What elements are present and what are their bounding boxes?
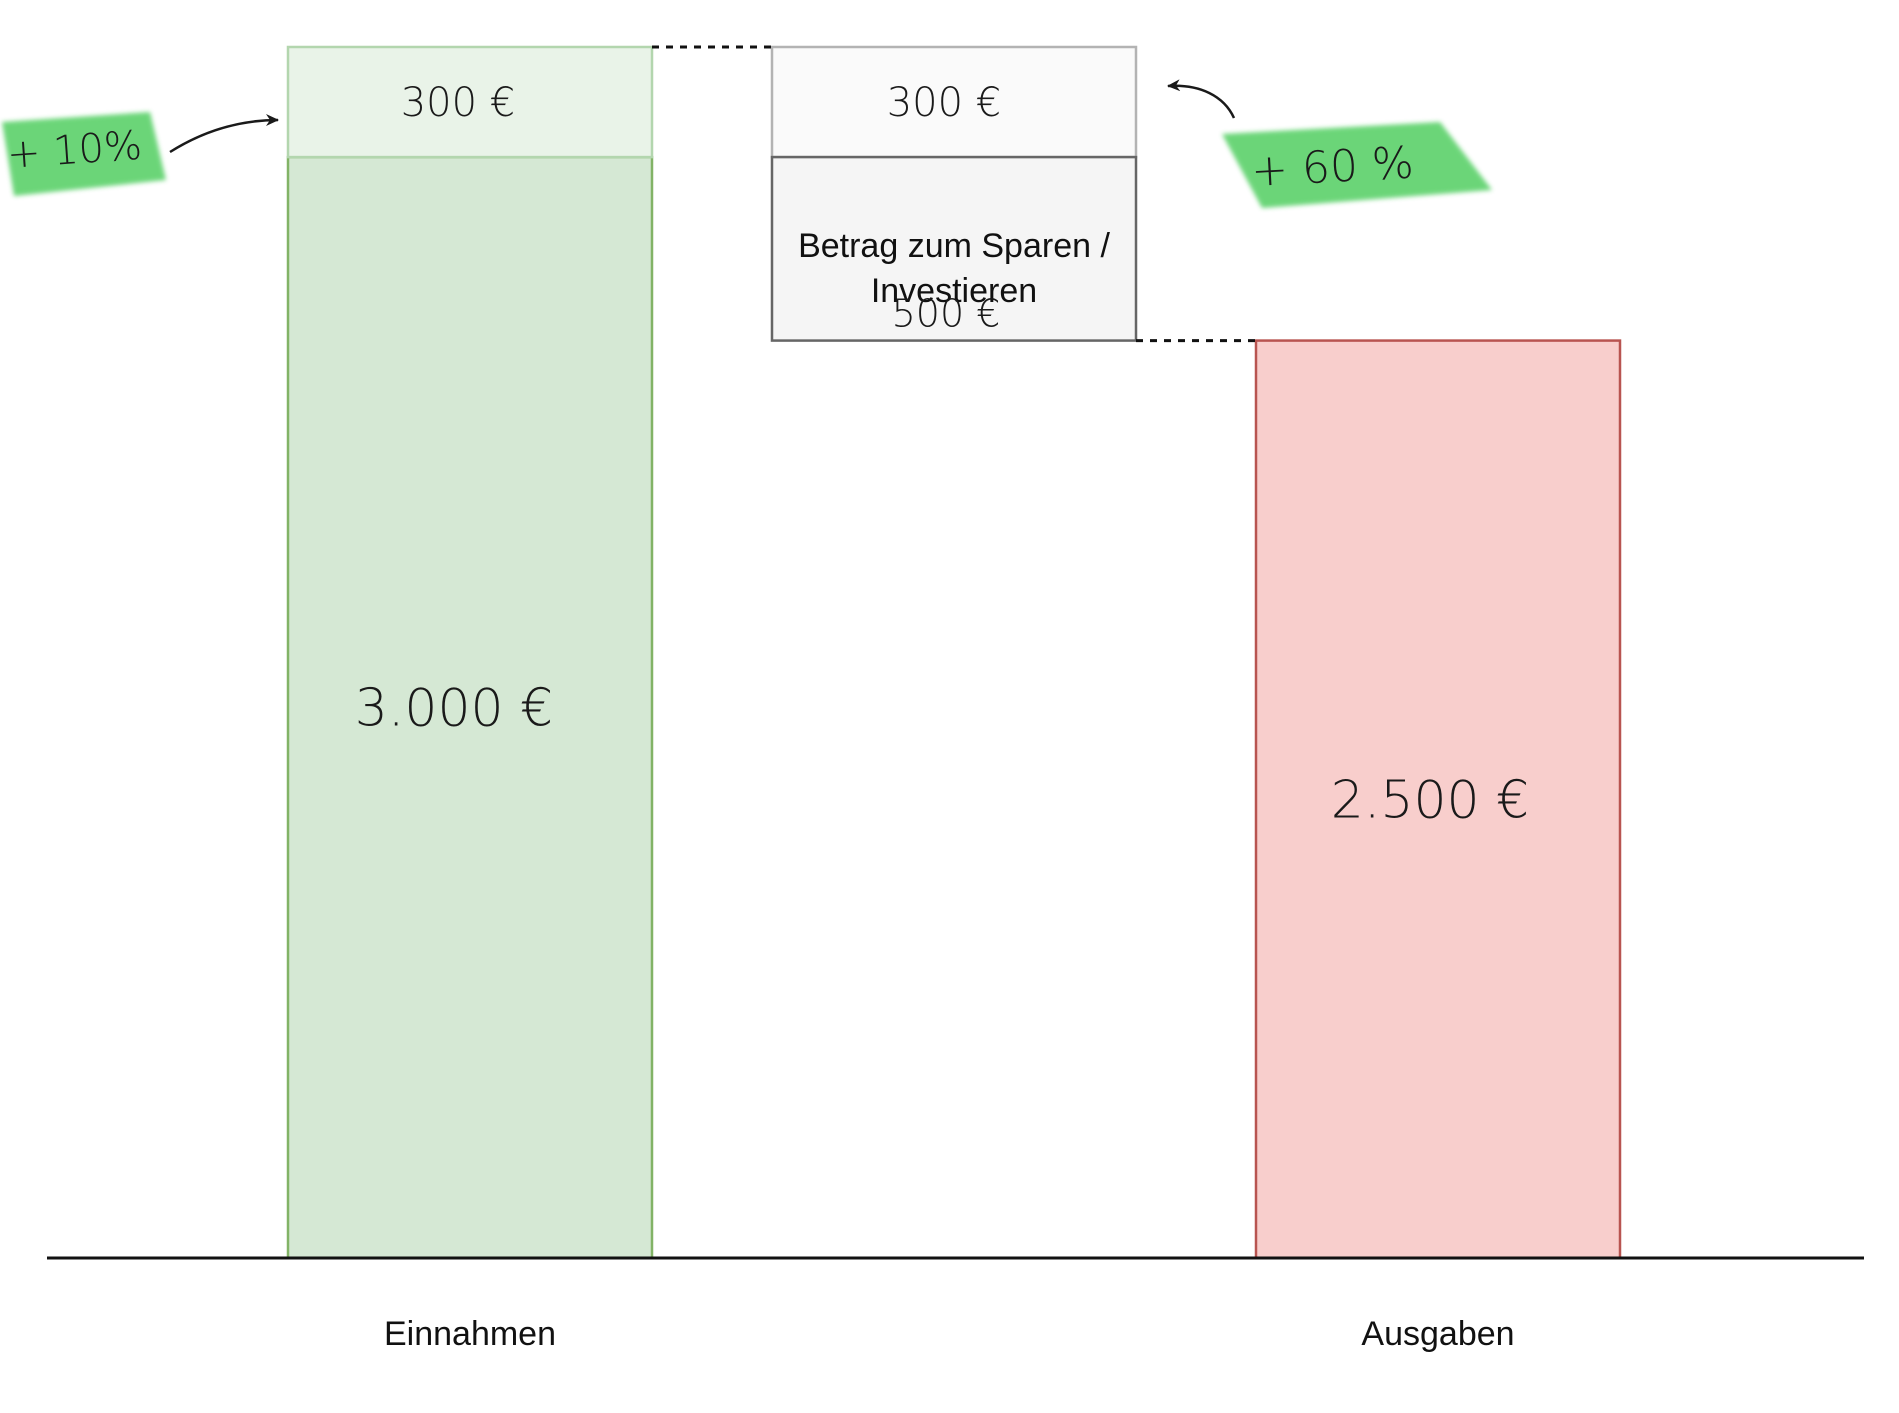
arrow-to-sparen-increase-icon — [1167, 79, 1236, 119]
bar-einnahmen-base — [286, 155, 654, 1260]
data-label-sparen-increase: 300 € — [887, 80, 1002, 126]
arrow-to-increase-icon — [169, 114, 279, 154]
annotation-text-2: + 60 % — [1250, 138, 1415, 197]
bar-sparen-increase — [770, 45, 1138, 159]
data-label-sparen: 500 € — [892, 292, 1001, 336]
data-label-einnahmen-increase: 300 € — [401, 80, 516, 126]
annotation-plus-60-percent: + 60 % — [1167, 79, 1492, 208]
data-label-ausgaben: 2.500 € — [1331, 770, 1529, 830]
bar-sparen — [770, 155, 1138, 342]
annotation-plus-10-percent: + 10% — [2, 112, 279, 196]
category-label-einnahmen: Einnahmen — [384, 1315, 556, 1353]
annotation-text-1: + 10% — [5, 123, 143, 178]
sparen-title-line2: Investieren — [871, 272, 1037, 310]
highlighter-mark-2 — [1222, 122, 1492, 208]
data-label-einnahmen-base: 3.000 € — [355, 679, 553, 739]
highlighter-mark-1 — [2, 112, 166, 196]
bar-einnahmen-increase — [286, 45, 654, 159]
sparen-title-line1: Betrag zum Sparen / — [798, 227, 1110, 265]
category-label-ausgaben: Ausgaben — [1361, 1315, 1514, 1353]
